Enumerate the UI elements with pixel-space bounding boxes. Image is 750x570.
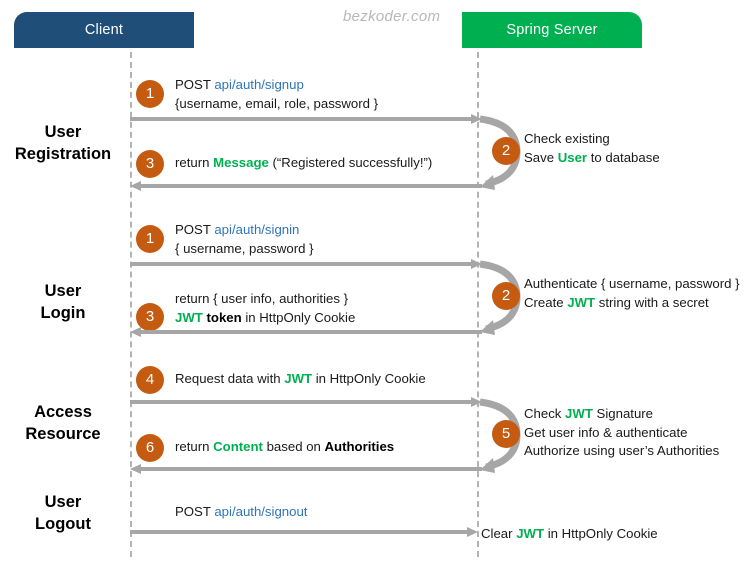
arrow-signin-request xyxy=(130,259,482,269)
signout-url: api/auth/signout xyxy=(214,504,308,519)
resource-authorize-line: Authorize using user’s Authorities xyxy=(524,443,720,459)
step-badge-2-register: 2 xyxy=(492,137,520,165)
arrow-signin-response xyxy=(130,327,482,337)
step-badge-2-login: 2 xyxy=(492,282,520,310)
message-signout-request: POST api/auth/signout xyxy=(175,503,307,522)
resource-request-jwt-keyword: JWT xyxy=(284,371,313,386)
actor-client-label: Client xyxy=(84,22,124,38)
signup-response-prefix: return xyxy=(175,155,214,170)
resource-request-prefix: Request data with xyxy=(175,371,285,386)
message-login-server: Authenticate { username, password } Crea… xyxy=(524,275,740,312)
section-label-line1: User xyxy=(44,493,82,511)
section-label-user-registration: User Registration xyxy=(0,122,126,166)
section-label-line2: Resource xyxy=(25,424,101,443)
section-label-user-logout: User Logout xyxy=(0,492,126,536)
message-signout-server: Clear JWT in HttpOnly Cookie xyxy=(481,525,658,544)
step-badge-1-signin: 1 xyxy=(136,225,164,253)
signin-response-cookie-rest: in HttpOnly Cookie xyxy=(241,309,356,325)
actor-spring-server: Spring Server xyxy=(462,12,642,48)
step-badge-3-signup-response: 3 xyxy=(136,150,164,178)
message-signup-response: return Message (“Registered successfully… xyxy=(175,154,432,173)
message-signin-request: POST api/auth/signin { username, passwor… xyxy=(175,221,314,258)
signout-clear-prefix: Clear xyxy=(481,526,517,541)
resource-check-prefix: Check xyxy=(524,406,566,421)
resource-response-authorities-bold: Authorities xyxy=(324,439,395,454)
watermark: bezkoder.com xyxy=(343,8,441,25)
register-check-line: Check existing xyxy=(524,131,610,146)
signin-response-token-bold: token xyxy=(202,309,242,325)
signout-clear-suffix: in HttpOnly Cookie xyxy=(544,526,658,541)
message-resource-request: Request data with JWT in HttpOnly Cookie xyxy=(175,370,426,389)
register-user-keyword: User xyxy=(557,149,588,165)
lifeline-client xyxy=(130,52,132,557)
resource-response-content-keyword: Content xyxy=(213,439,263,454)
arrow-signout-request xyxy=(130,527,478,537)
arrow-signup-request xyxy=(130,114,482,124)
message-resource-response: return Content based on Authorities xyxy=(175,438,394,457)
actor-client: Client xyxy=(14,12,194,48)
signup-payload: {username, email, role, password } xyxy=(175,95,379,111)
step-badge-3-signin-response: 3 xyxy=(136,303,164,331)
step-badge-1-signup: 1 xyxy=(136,80,164,108)
message-signup-request: POST api/auth/signup {username, email, r… xyxy=(175,76,378,113)
lifeline-server xyxy=(477,52,479,557)
resource-getuser-line: Get user info & authenticate xyxy=(524,424,688,440)
step-badge-4-resource-request: 4 xyxy=(136,366,164,394)
signin-method: POST xyxy=(175,222,215,237)
signin-response-line1: return { user info, authorities } xyxy=(175,291,349,306)
section-label-access-resource: Access Resource xyxy=(0,402,126,446)
login-jwt-keyword: JWT xyxy=(567,294,596,310)
section-label-line2: Logout xyxy=(35,514,91,533)
arrow-resource-request xyxy=(130,397,482,407)
signup-method: POST xyxy=(175,77,215,92)
message-register-server: Check existing Save User to database xyxy=(524,130,660,167)
register-save-suffix: to database xyxy=(587,149,660,165)
resource-response-prefix: return xyxy=(175,439,214,454)
login-authenticate-line: Authenticate { username, password } xyxy=(524,276,740,291)
message-resource-server: Check JWT Signature Get user info & auth… xyxy=(524,405,719,461)
step-badge-6-resource-response: 6 xyxy=(136,434,164,462)
login-create-prefix: Create xyxy=(524,294,568,310)
section-label-line2: Login xyxy=(40,303,86,322)
signup-response-suffix: (“Registered successfully!”) xyxy=(268,155,433,170)
resource-request-suffix: in HttpOnly Cookie xyxy=(312,371,426,386)
section-label-line1: Access xyxy=(34,403,92,421)
resource-response-mid: based on xyxy=(262,439,325,454)
section-label-line1: User xyxy=(44,123,82,141)
section-label-user-login: User Login xyxy=(0,281,126,325)
resource-check-suffix: Signature xyxy=(592,406,654,421)
step-badge-5-resource: 5 xyxy=(492,420,520,448)
signout-jwt-keyword: JWT xyxy=(516,526,545,541)
register-save-prefix: Save xyxy=(524,149,558,165)
section-label-line2: Registration xyxy=(14,144,112,163)
actor-server-label: Spring Server xyxy=(506,22,598,38)
signout-method: POST xyxy=(175,504,215,519)
signup-url: api/auth/signup xyxy=(214,77,304,92)
arrow-resource-response xyxy=(130,464,482,474)
signin-response-jwt-keyword: JWT xyxy=(175,309,203,325)
signin-payload: { username, password } xyxy=(175,240,314,256)
signup-response-keyword: Message xyxy=(213,155,269,170)
arrow-signup-response xyxy=(130,181,482,191)
resource-jwt-keyword: JWT xyxy=(565,406,593,421)
message-signin-response: return { user info, authorities } JWT to… xyxy=(175,290,355,327)
login-create-suffix: string with a secret xyxy=(595,294,709,310)
section-label-line1: User xyxy=(44,282,82,300)
signin-url: api/auth/signin xyxy=(214,222,300,237)
